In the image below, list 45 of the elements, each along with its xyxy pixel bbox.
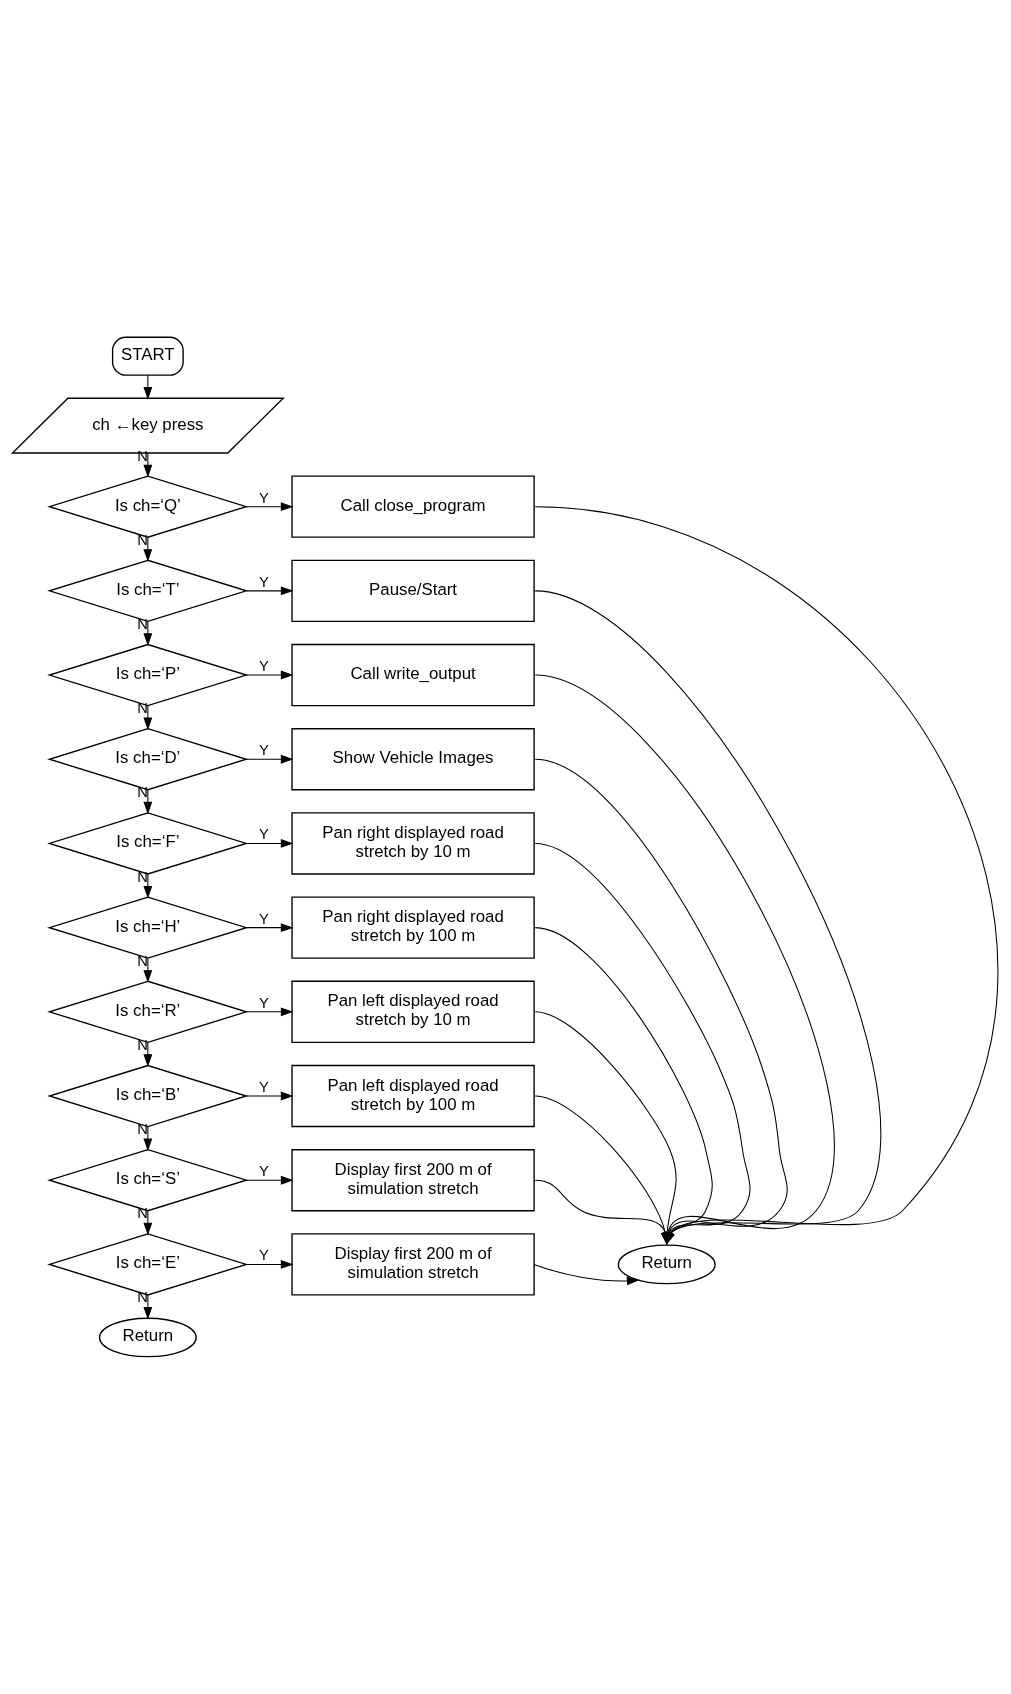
arrow (533, 1263, 640, 1286)
arrow (143, 621, 153, 646)
arrow (143, 374, 153, 400)
edge-label: Y (259, 910, 269, 927)
node-box: Pan right displayed road stretch by 10 m (291, 812, 535, 875)
arrow (245, 1007, 294, 1017)
arrow (143, 789, 153, 815)
edge-label: Y (259, 826, 269, 843)
arrow (245, 502, 294, 512)
arrow (245, 923, 294, 933)
node-box: Pause/Start (291, 559, 535, 623)
arrow (143, 705, 153, 731)
arrow (143, 957, 153, 983)
node-ellipse: Return (98, 1317, 197, 1358)
node-box: Display first 200 m of simulation stretch (291, 1233, 535, 1296)
edge-label: Y (259, 1163, 269, 1180)
arrow (143, 1210, 153, 1236)
edge-label: Y (259, 1247, 269, 1264)
edge-label: Y (259, 489, 269, 506)
edge-label: Y (259, 742, 269, 759)
node-box: Call write_output (291, 643, 535, 707)
arrow (245, 839, 294, 848)
edge-label: Y (259, 573, 269, 590)
arrow (245, 1091, 294, 1101)
node-box: Pan right displayed road stretch by 100 m (291, 896, 535, 959)
arrow (143, 1294, 153, 1320)
arrow (143, 1042, 153, 1067)
edge-label: Y (259, 1079, 269, 1096)
arrow (245, 670, 294, 680)
arrow (143, 1126, 153, 1152)
node-box: Pan left displayed road stretch by 10 m (291, 980, 535, 1044)
arrow (143, 452, 153, 478)
arrow (245, 586, 294, 596)
arrow (245, 1175, 294, 1185)
edge-label: Y (259, 658, 269, 675)
node-box: START (111, 336, 184, 376)
arrow (143, 873, 153, 899)
node-box: Display first 200 m of simulation stretch (291, 1149, 535, 1212)
edge-label: Y (259, 994, 269, 1011)
arrow (143, 536, 153, 562)
node-box: Call close_program (291, 475, 535, 538)
node-box: Pan left displayed road stretch by 100 m (291, 1064, 535, 1128)
node-box: Show Vehicle Images (291, 728, 535, 791)
arrow (245, 754, 294, 764)
arrow (245, 1260, 294, 1269)
